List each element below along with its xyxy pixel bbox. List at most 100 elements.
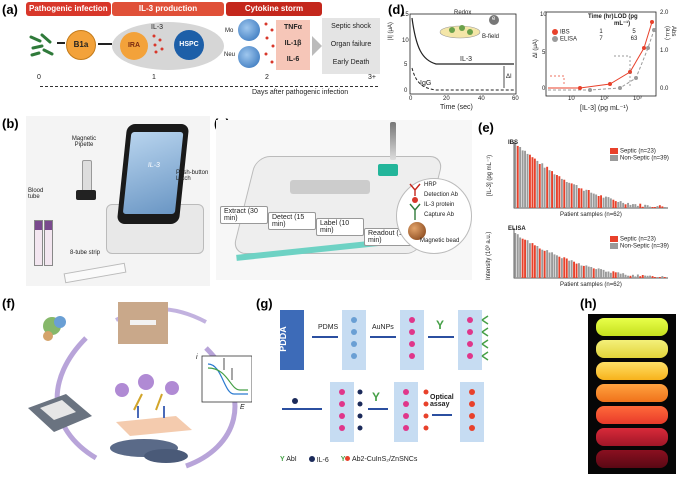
patient-bar bbox=[531, 157, 534, 208]
patient-bar bbox=[590, 267, 593, 278]
d-right-ytick-0: 0 bbox=[542, 86, 546, 92]
lod-r0-name: IBS bbox=[560, 29, 570, 36]
tick-1: 1 bbox=[152, 74, 156, 81]
patient-bar bbox=[641, 275, 644, 278]
step-detect: Detect (15 min) bbox=[268, 212, 316, 230]
patient-bar bbox=[605, 271, 607, 278]
patient-bar bbox=[592, 193, 595, 208]
patient-bar bbox=[639, 276, 642, 278]
lod-r1-time: 7 bbox=[599, 35, 603, 42]
d-ytick-10: 10 bbox=[402, 38, 409, 44]
patient-bar bbox=[580, 265, 583, 278]
patient-bar bbox=[614, 201, 617, 208]
patient-bar bbox=[575, 185, 578, 208]
lod-h0 bbox=[552, 14, 588, 27]
ab2-icon-row: Y bbox=[372, 390, 381, 404]
patient-bar bbox=[560, 178, 563, 208]
label-blood: Blood tube bbox=[28, 188, 44, 200]
label-latch: Push-button Latch bbox=[176, 170, 209, 182]
cytokine-il6: IL-6 bbox=[286, 56, 300, 63]
patient-bar bbox=[663, 207, 666, 208]
d-xtick-40: 40 bbox=[478, 96, 485, 102]
f-axis-e: E bbox=[240, 404, 245, 411]
e-bottom-chart bbox=[513, 228, 668, 279]
f-cycle-diagram bbox=[28, 302, 253, 469]
ab2-slab bbox=[394, 382, 429, 442]
d-ytick-0: 0 bbox=[404, 88, 408, 94]
timeline-label: Days after pathogenic infection bbox=[252, 89, 349, 96]
e-top-ylabel: [IL-3] (pg mL⁻¹) bbox=[487, 154, 493, 196]
vial-4 bbox=[596, 384, 668, 402]
vial-5 bbox=[596, 406, 668, 424]
patient-bar bbox=[617, 202, 620, 208]
outcomes-box: Septic shock Organ failure Early Death bbox=[322, 18, 380, 74]
panel-h-photo bbox=[588, 314, 676, 474]
lod-table: Time (hr) LOD (pg mL⁻¹) IBS 1 5 ELISA 7 … bbox=[552, 14, 656, 42]
patient-bar bbox=[538, 164, 541, 208]
e-bot-legend-septic: Septic (n=23) bbox=[610, 236, 669, 243]
patient-bar bbox=[617, 272, 620, 278]
patient-bar bbox=[612, 199, 615, 208]
header-cytokine: Cytokine storm bbox=[226, 2, 322, 16]
d-curve-igg: IgG bbox=[420, 80, 432, 87]
patient-bar bbox=[661, 206, 664, 208]
timeline-line bbox=[40, 86, 378, 87]
blood-tube-1 bbox=[34, 220, 43, 266]
patient-bar bbox=[590, 192, 593, 208]
patient-bar bbox=[629, 275, 632, 278]
patient-bar bbox=[632, 274, 634, 278]
d-right-xtick-1000: 10³ bbox=[633, 96, 642, 102]
d-xtick-0: 0 bbox=[409, 96, 413, 102]
legend-capture: Capture Ab bbox=[424, 212, 455, 218]
bead-zoom bbox=[396, 178, 472, 254]
patient-bar bbox=[556, 175, 558, 208]
patient-bar bbox=[602, 197, 605, 208]
b1a-cell: B1a bbox=[66, 30, 96, 60]
lod-r0-time: 1 bbox=[599, 29, 603, 35]
patient-bar bbox=[553, 174, 556, 208]
il3-label-a: IL-3 bbox=[151, 24, 164, 31]
d-xlabel: Time (sec) bbox=[440, 104, 473, 111]
d-xtick-20: 20 bbox=[443, 96, 450, 102]
e-top-legend-nonseptic: Non-Septic (n=39) bbox=[610, 154, 669, 161]
step-label: Label (10 min) bbox=[316, 218, 364, 236]
patient-bar bbox=[644, 204, 647, 208]
d-bfield: B-field bbox=[482, 34, 500, 40]
ab1-slab bbox=[458, 310, 489, 370]
il3-dots bbox=[152, 34, 164, 54]
patient-bar bbox=[609, 198, 612, 208]
legend-hrp: HRP bbox=[424, 182, 437, 188]
patient-bar bbox=[614, 272, 617, 278]
pdms-label: PDMS bbox=[318, 324, 339, 331]
patient-bar bbox=[558, 176, 561, 208]
patient-bar bbox=[514, 233, 517, 278]
patient-bar bbox=[573, 184, 575, 208]
d-right-ytick2-0: 0.0 bbox=[660, 86, 669, 92]
panel-f: i E bbox=[26, 298, 253, 474]
bacteria-icon bbox=[29, 33, 54, 57]
pdms-slab bbox=[342, 310, 366, 370]
patient-bar bbox=[644, 275, 647, 278]
e-bot-legend: Septic (n=23) Non-Septic (n=39) bbox=[610, 236, 669, 249]
cytokine-dots bbox=[264, 22, 275, 64]
panel-h-label: (h) bbox=[580, 296, 597, 311]
outcome-death: Early Death bbox=[332, 59, 370, 66]
patient-bar bbox=[533, 158, 536, 208]
patient-bar bbox=[551, 252, 553, 278]
cytokine-box: TNFα IL-1β IL-6 bbox=[276, 20, 310, 70]
reader-screen bbox=[378, 164, 398, 176]
e-bot-xlabel: Patient samples (n=62) bbox=[560, 282, 622, 288]
patient-bar bbox=[578, 263, 580, 278]
g-legend: Y AbI IL-6 Y Ab2-CuInS₂/ZnSNCs bbox=[280, 456, 417, 464]
lod-r0-lod: 5 bbox=[632, 29, 636, 35]
patient-bar bbox=[658, 205, 661, 208]
patient-bar bbox=[592, 268, 595, 278]
d-right-ytick-5: 5 bbox=[542, 50, 546, 56]
d-curve-il3: IL-3 bbox=[460, 56, 473, 63]
optical-label: Optical assay bbox=[430, 394, 454, 408]
patient-bar bbox=[516, 145, 519, 208]
patient-bar bbox=[624, 274, 627, 278]
protein-icon bbox=[43, 316, 66, 341]
e-top-legend: Septic (n=23) Non-Septic (n=39) bbox=[610, 148, 669, 161]
d-xtick-60: 60 bbox=[512, 96, 519, 102]
